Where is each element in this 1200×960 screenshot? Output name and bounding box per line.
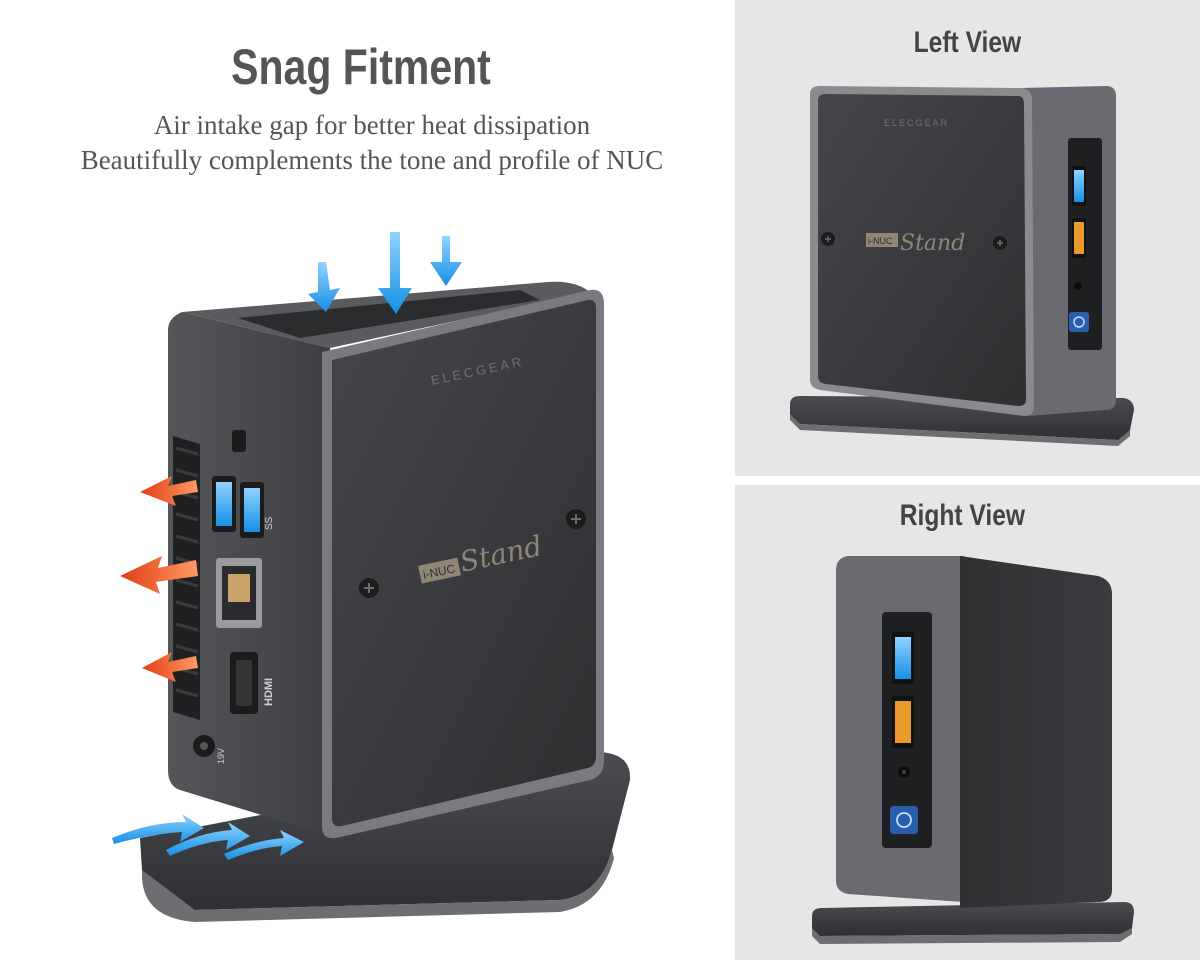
stand-logo-badge-text: i-NUC	[422, 561, 457, 582]
screw-icon	[993, 236, 1007, 250]
left-view-device: ELECGEAR i-NUC Stand	[790, 86, 1134, 446]
stand-edge	[790, 414, 1130, 446]
usb-port-icon	[240, 482, 264, 538]
usb-port-icon	[892, 696, 914, 748]
power-jack-icon	[193, 735, 215, 757]
airflow-arrow-icon	[308, 262, 340, 312]
main-title: Snag Fitment	[231, 39, 491, 95]
airflow-arrow-icon	[120, 556, 198, 594]
airflow-arrow-icon	[112, 814, 204, 844]
usb-label: SS	[264, 516, 275, 530]
screw-icon	[359, 578, 379, 598]
airflow-arrow-icon	[142, 652, 198, 682]
subtitle-line-1: Air intake gap for better heat dissipati…	[153, 110, 591, 140]
screw-icon	[566, 509, 586, 529]
stand-edge	[812, 928, 1132, 944]
hdmi-label: HDMI	[263, 678, 275, 706]
stand-edge	[142, 850, 614, 922]
brand-logo: ELECGEAR	[884, 118, 949, 128]
power-button-icon	[890, 806, 918, 834]
front-panel	[818, 94, 1026, 406]
usb-port-icon	[1072, 218, 1086, 258]
stand-logo-badge-text: i-NUC	[868, 236, 893, 246]
usb-port-icon	[892, 632, 914, 684]
stand-logo-badge	[866, 233, 898, 247]
usb-port-icon	[1072, 166, 1086, 206]
power-button-icon	[1069, 312, 1089, 332]
airflow-arrow-icon	[224, 830, 304, 860]
screw-icon	[821, 232, 835, 246]
front-panel	[332, 299, 596, 827]
airflow-arrow-icon	[140, 476, 198, 506]
right-view-device	[812, 556, 1134, 944]
airflow-arrow-icon	[166, 822, 250, 856]
hdmi-port-icon	[230, 652, 258, 714]
usb-port-icon	[212, 476, 236, 532]
main-device: ELECGEAR i-NUC Stand	[112, 232, 631, 922]
left-view-title: Left View	[913, 26, 1022, 59]
ethernet-port-icon	[216, 558, 262, 628]
stand-logo-script: Stand	[900, 231, 965, 256]
side-vent	[173, 436, 200, 720]
top-mesh	[238, 290, 540, 338]
panel-divider	[735, 476, 1200, 485]
airflow-arrow-icon	[378, 232, 412, 314]
power-label: 19V	[216, 748, 226, 764]
front-panel	[960, 556, 1112, 908]
airflow-arrow-icon	[430, 236, 462, 286]
subtitle-line-2: Beautifully complements the tone and pro…	[80, 145, 664, 175]
audio-jack-icon	[1074, 282, 1082, 290]
audio-jack-icon	[898, 766, 910, 778]
thunderbolt-port	[232, 430, 246, 452]
stand-base	[812, 902, 1134, 936]
stand-logo-badge	[418, 557, 461, 584]
right-view-title: Right View	[899, 499, 1026, 532]
